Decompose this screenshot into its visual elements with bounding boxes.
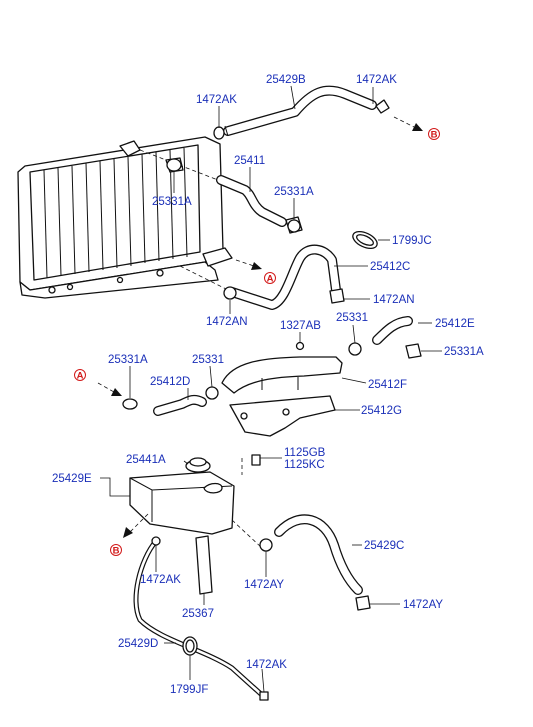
label-25331-mid: 25331 — [192, 354, 224, 366]
label-1472ak-tank: 1472AK — [140, 574, 181, 586]
radiator-core — [17, 136, 233, 299]
clamp-25331-mid — [205, 386, 219, 400]
bolt-1327ab — [295, 341, 305, 351]
clamp-1472an-right — [329, 288, 345, 304]
clamp-1799jf — [182, 636, 198, 656]
clamp-25331a-left — [165, 157, 184, 173]
label-1472ay-right: 1472AY — [403, 599, 443, 611]
label-1472ak-top-right: 1472AK — [356, 74, 397, 86]
ref-b-top: B — [393, 116, 440, 141]
clamp-1472ak-top-left — [213, 126, 225, 140]
label-1327ab: 1327AB — [280, 320, 321, 332]
hose-25412e — [372, 316, 413, 345]
bracket-25367 — [195, 535, 213, 595]
ref-a-left: A — [74, 369, 122, 396]
clamp-1472ak-bottom — [259, 691, 269, 701]
label-1472ay-mid: 1472AY — [244, 579, 284, 591]
ref-a-mid-label: A — [267, 274, 274, 285]
label-25412d: 25412D — [150, 376, 190, 388]
hose-25429c — [274, 514, 363, 595]
clamp-25331a-bottom-left — [122, 398, 138, 410]
label-1799jc: 1799JC — [392, 235, 432, 247]
label-25411: 25411 — [234, 155, 265, 167]
bracket-25412g — [229, 395, 336, 437]
ref-b-tank-label: B — [113, 546, 120, 557]
reservoir-cap-25441a — [185, 457, 211, 473]
label-25331a-left: 25331A — [152, 196, 192, 208]
label-1799jf: 1799JF — [170, 684, 208, 696]
ref-b-tank: B — [110, 513, 149, 557]
label-1125kc: 1125KC — [284, 459, 325, 471]
clamp-1799jc — [352, 230, 378, 250]
label-25429b: 25429B — [266, 74, 306, 86]
water-pipe-25412f — [221, 356, 343, 394]
clamp-1472ay-mid — [259, 538, 273, 552]
label-25331a-right: 25331A — [444, 346, 484, 358]
label-25412c: 25412C — [370, 261, 410, 273]
label-1125gb: 1125GB — [284, 447, 326, 459]
overflow-hose-25429b — [223, 85, 377, 137]
label-25331a-mid: 25331A — [274, 186, 314, 198]
hose-25412d — [153, 394, 207, 416]
label-1472an-left: 1472AN — [206, 316, 248, 328]
label-25441a: 25441A — [126, 454, 166, 466]
reservoir-tank — [129, 471, 235, 535]
ref-a-left-label: A — [77, 371, 84, 382]
label-25412f: 25412F — [368, 379, 407, 391]
label-25331-right: 25331 — [336, 312, 368, 324]
label-25331a-bottom-left: 25331A — [108, 354, 148, 366]
label-25412e: 25412E — [435, 318, 475, 330]
part-labels: 25429B 1472AK 1472AK 25411 25331A 25331A… — [52, 74, 484, 696]
label-1472ak-top-left: 1472AK — [196, 94, 237, 106]
ref-b-top-label: B — [431, 130, 438, 141]
bolt-1125gb — [241, 454, 261, 475]
label-25429d: 25429D — [118, 638, 158, 650]
clamp-1472ak-top-right — [375, 99, 390, 114]
clamp-25331a-right — [405, 343, 422, 359]
overflow-hose-25429d — [133, 538, 265, 698]
label-1472ak-bottom: 1472AK — [246, 659, 287, 671]
clamp-1472ak-tank — [151, 536, 161, 546]
clamp-25331-right — [348, 342, 362, 356]
clamp-1472ay-right — [355, 595, 371, 611]
ref-a-mid: A — [235, 259, 276, 285]
leader-lines — [100, 85, 442, 693]
upper-hose-25411 — [216, 175, 287, 227]
label-25429e: 25429E — [52, 473, 92, 485]
label-25429c: 25429C — [364, 540, 404, 552]
label-1472an-right: 1472AN — [373, 294, 415, 306]
lower-hose-25412c — [227, 244, 341, 310]
label-25412g: 25412G — [361, 405, 402, 417]
clamp-1472an-left — [223, 286, 237, 300]
label-25367: 25367 — [182, 608, 214, 620]
